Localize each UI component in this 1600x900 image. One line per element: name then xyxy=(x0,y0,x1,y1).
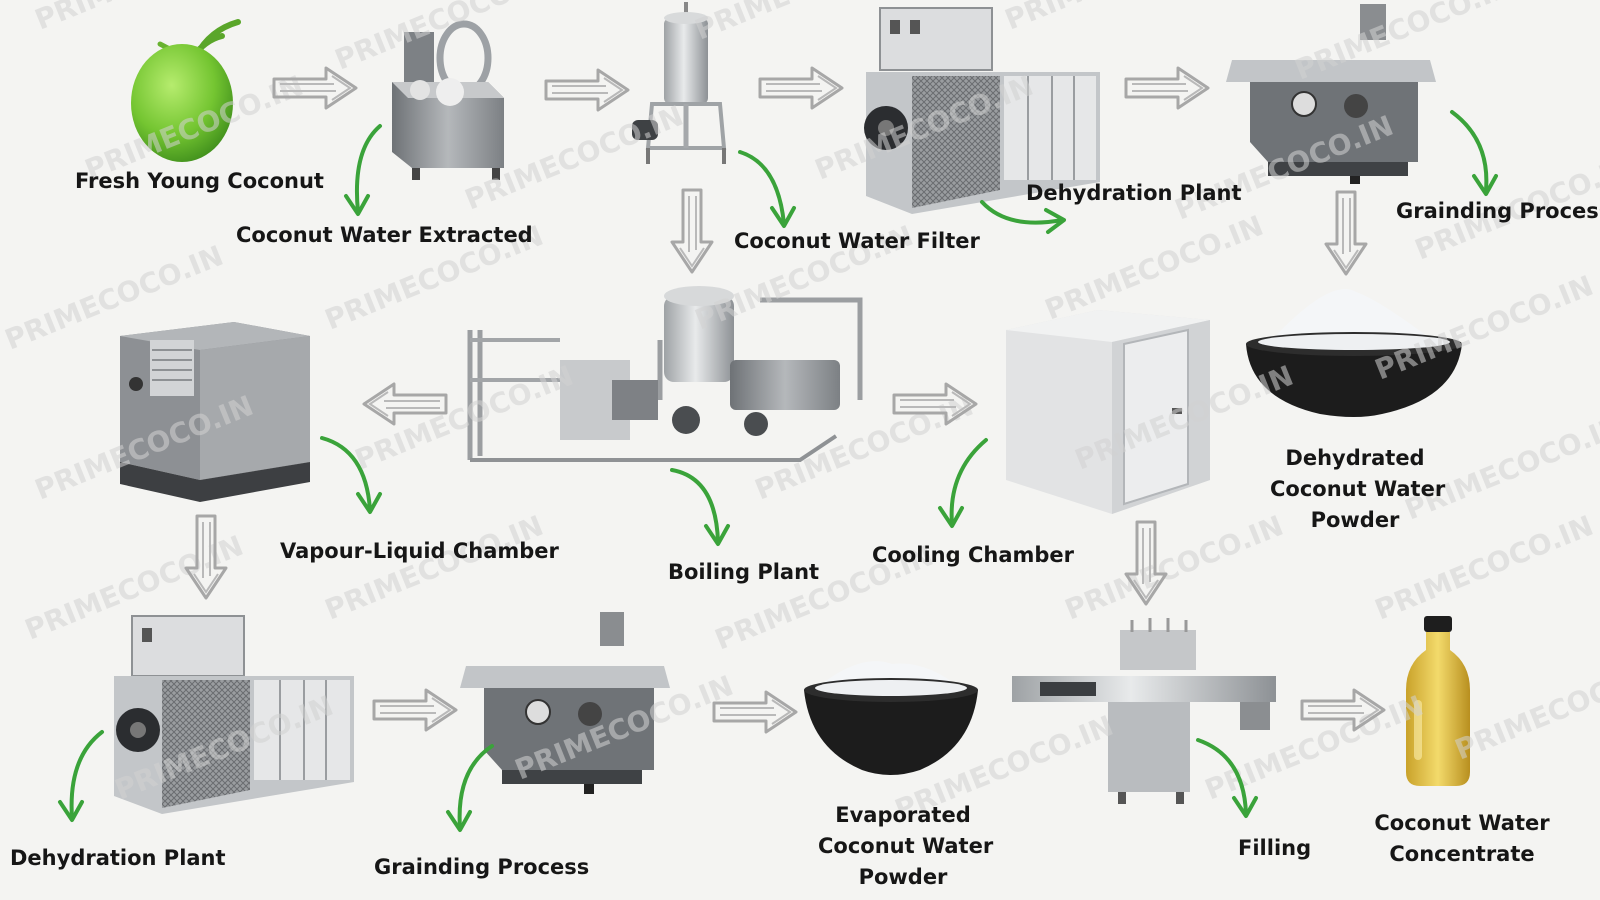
label-line: Evaporated xyxy=(835,803,971,827)
juice-bottle-icon xyxy=(1406,616,1470,786)
label-boiling-plant: Boiling Plant xyxy=(668,560,820,584)
label-dehydration-plant-top: Dehydration Plant xyxy=(1026,181,1242,205)
dehydration-plant-icon xyxy=(864,7,1100,214)
grinding-machine-icon xyxy=(1226,4,1436,184)
label-cooling-chamber: Cooling Chamber xyxy=(872,543,1075,567)
label-line: Coconut Water xyxy=(818,834,994,858)
label-line: Concentrate xyxy=(1389,842,1535,866)
label-line: Powder xyxy=(1310,508,1400,532)
label-dehydrated-powder: Dehydrated Coconut Water Powder xyxy=(1270,443,1446,536)
powder-bowl-icon xyxy=(804,661,978,775)
label-vapour-liquid-chamber: Vapour-Liquid Chamber xyxy=(280,539,559,563)
flow-arrow-icon xyxy=(758,66,844,110)
green-coconut-icon xyxy=(131,19,241,162)
label-line: Coconut Water xyxy=(1374,811,1550,835)
label-line: Powder xyxy=(858,865,948,889)
label-coconut-water-concentrate: Coconut Water Concentrate xyxy=(1372,808,1552,870)
label-line: Coconut Water xyxy=(1270,477,1446,501)
flow-arrow-icon xyxy=(670,188,714,274)
water-extractor-machine-icon xyxy=(392,20,504,180)
label-filling: Filling xyxy=(1238,836,1312,860)
grinding-machine-icon xyxy=(460,612,670,794)
boiling-plant-icon xyxy=(467,286,863,462)
label-coconut-water-extracted: Coconut Water Extracted xyxy=(236,223,533,247)
filling-machine-icon xyxy=(1012,618,1276,804)
watermark-text: PRIMECOCO.IN xyxy=(320,509,548,627)
dehydration-plant-icon xyxy=(114,615,354,814)
flow-arrow-icon xyxy=(1324,190,1368,276)
label-dehydration-plant-bottom: Dehydration Plant xyxy=(10,846,226,870)
watermark-text: PRIMECOCO.IN xyxy=(1040,209,1268,327)
vapour-liquid-chamber-icon xyxy=(120,322,310,502)
powder-bowl-icon xyxy=(1246,289,1462,417)
label-grinding-process-bottom: Grainding Process xyxy=(374,855,590,879)
label-arrow-icon xyxy=(58,110,1498,832)
label-coconut-water-filter: Coconut Water Filter xyxy=(734,229,980,253)
label-grinding-process-top: Grainding Process xyxy=(1396,199,1600,223)
flow-arrow-icon xyxy=(544,68,630,112)
flow-arrow-icon xyxy=(1124,66,1210,110)
label-fresh-young-coconut: Fresh Young Coconut xyxy=(75,169,324,193)
flow-arrow-icon xyxy=(372,688,458,732)
watermark-text: PRIMECOCO.IN xyxy=(1060,509,1288,627)
filter-tank-icon xyxy=(632,2,727,164)
watermark-text: PRIMECOCO.IN xyxy=(1000,0,1228,36)
watermark-text: PRIMECOCO.IN xyxy=(1450,649,1600,767)
cooling-chamber-icon xyxy=(1006,310,1210,514)
label-evaporated-powder: Evaporated Coconut Water Powder xyxy=(818,800,994,893)
label-line: Dehydrated xyxy=(1285,446,1425,470)
